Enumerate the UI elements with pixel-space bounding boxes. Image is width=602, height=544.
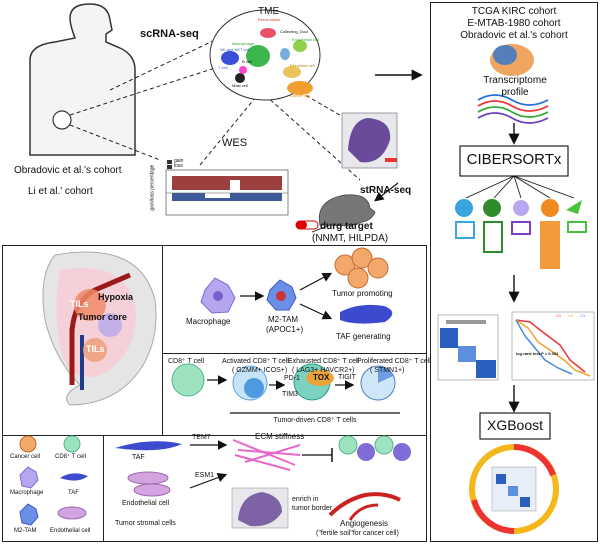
cluster-renal-tubule: Renal tubule — [258, 17, 281, 22]
pd1-label: PD-1 — [284, 375, 300, 382]
tim3-label: TIM3 — [282, 391, 298, 398]
taf-generating-label: TAF generating — [336, 332, 391, 341]
wes-label: WES — [222, 137, 248, 149]
tumor-border-label: tumor border — [292, 505, 333, 512]
cluster-macrophage: Macrophage — [232, 41, 255, 46]
proliferated-markers: ( STMN1+) — [370, 367, 405, 374]
cluster-nk: NK and NKT cell — [220, 47, 250, 52]
kidney-tils-2: TILs — [86, 344, 105, 354]
human-silhouette — [29, 3, 136, 156]
cibersortx-box — [459, 145, 569, 177]
cohort-obradovic-right: Obradovic et al.'s cohort — [460, 30, 568, 41]
legend-endothelial: Endothelial cell — [50, 528, 91, 534]
middle-panel — [2, 245, 427, 542]
km-legend-c3: C3 — [580, 313, 586, 318]
stromal-graphics — [115, 435, 411, 529]
tcell-graphics — [171, 363, 400, 414]
legend-taf: TAF — [68, 490, 79, 496]
activated-t-label: Activated CD8⁺ T cell — [222, 358, 289, 365]
scrna-label: scRNA-seq — [140, 28, 199, 40]
legend-m2-tam: M2-TAM — [14, 528, 37, 534]
wes-legend-gain: gain — [174, 158, 184, 164]
legend-graphics — [19, 435, 88, 526]
wes-chart — [165, 160, 289, 216]
right-panel — [430, 2, 598, 542]
legend-macrophage: Macrophage — [10, 490, 44, 496]
xgboost-label: XGBoost — [486, 417, 544, 433]
cluster-b-cell: B cell — [242, 59, 252, 64]
drug-target-label: durg target — [320, 221, 373, 232]
tcell-divider — [2, 435, 427, 436]
cohort-obradovic: Obradovic et al.'s cohort — [14, 165, 122, 176]
kidney-tils: TILs — [70, 299, 89, 309]
cohort-tcga: TCGA KIRC cohort — [471, 6, 557, 17]
strna-label: stRNA-seq — [360, 185, 412, 196]
angiogenesis-label: Angiogenesis — [340, 519, 389, 528]
stromal-tem7: TEM7 — [192, 434, 211, 441]
tme-title: TME — [258, 6, 280, 17]
tox-label: TOX — [313, 373, 330, 382]
legend-divider — [103, 435, 104, 542]
cluster-cancer: Cancer cell — [290, 93, 311, 98]
cluster-collecting-duct: Collecting_Duct — [280, 29, 309, 34]
stromal-tumor-stromal: Tumor stromal cells — [115, 520, 176, 527]
fertile-soil-label: ("fertile soil"for cancer cell) — [316, 530, 399, 537]
cd8-t-cell-label: CD8⁺ T cell — [168, 358, 205, 365]
km-legend-c2: C2 — [568, 313, 574, 318]
wes-legend-loss: loss — [174, 163, 183, 169]
cohort-li: Li et al.' cohort — [28, 186, 93, 197]
tumor-driven-label: Tumor-driven CD8⁺ T cells — [273, 417, 357, 424]
activated-markers: ( GZMM+ ICOS+) — [232, 367, 288, 374]
km-legend-c1: C1 — [556, 313, 562, 318]
proliferated-t-label: Proliferated CD8⁺ T cell — [357, 358, 431, 365]
cluster-mast: Mast cell — [232, 83, 248, 88]
cohort-emtab: E-MTAB-1980 cohort — [467, 18, 561, 29]
cibersortx-label: CIBERSORTx — [466, 151, 562, 168]
cluster-endothelial: Endothelial cell — [292, 37, 319, 42]
macrophage-graphics — [200, 247, 393, 324]
cluster-t-cell: T cell — [218, 65, 228, 70]
m2tam-label: M2-TAM — [268, 315, 299, 324]
exhausted-markers: ( LAG3+ HAVCR2+) — [292, 367, 355, 374]
transcriptome-label: Transcriptome — [483, 75, 547, 86]
legend-cd8-t-cell: CD8⁺ T cell — [55, 454, 86, 460]
stromal-taf: TAF — [132, 454, 145, 461]
legend-cancer-cell: Cancer cell — [10, 454, 41, 460]
exhausted-t-label: Exhausted CD8⁺ T cell — [288, 358, 360, 365]
drug-targets: (NNMT, HILPDA) — [312, 233, 389, 244]
tigit-label: TIGIT — [338, 374, 356, 381]
enrich-label: enrich in — [292, 496, 319, 503]
stromal-esm1: ESM1 — [195, 472, 215, 479]
kidney-tumor-core: Tumor core — [78, 312, 127, 322]
kidney-divider — [162, 245, 163, 435]
wes-ylabel: gain/loss percentage — [149, 164, 156, 211]
macrophage-divider — [162, 353, 427, 354]
stromal-endothelial: Endothelial cell — [122, 500, 170, 507]
kidney-hypoxia: Hypoxia — [98, 292, 134, 302]
cluster-fibroblast: Fibroblast cell — [290, 63, 315, 68]
logrank-label: log-rank test P = 0.003 — [516, 351, 559, 356]
kidney-illustration — [42, 251, 157, 406]
profile-label: profile — [501, 87, 529, 98]
macrophage-label: Macrophage — [186, 317, 231, 326]
apoc1-label: (APOC1+) — [266, 325, 304, 334]
tumor-promoting-label: Tumor promoting — [332, 289, 393, 298]
kidney-region-circle — [52, 110, 72, 130]
ecm-stiffness: ECM stiffness — [255, 432, 305, 441]
mouse-icon — [318, 194, 376, 227]
xgboost-box — [479, 412, 551, 440]
